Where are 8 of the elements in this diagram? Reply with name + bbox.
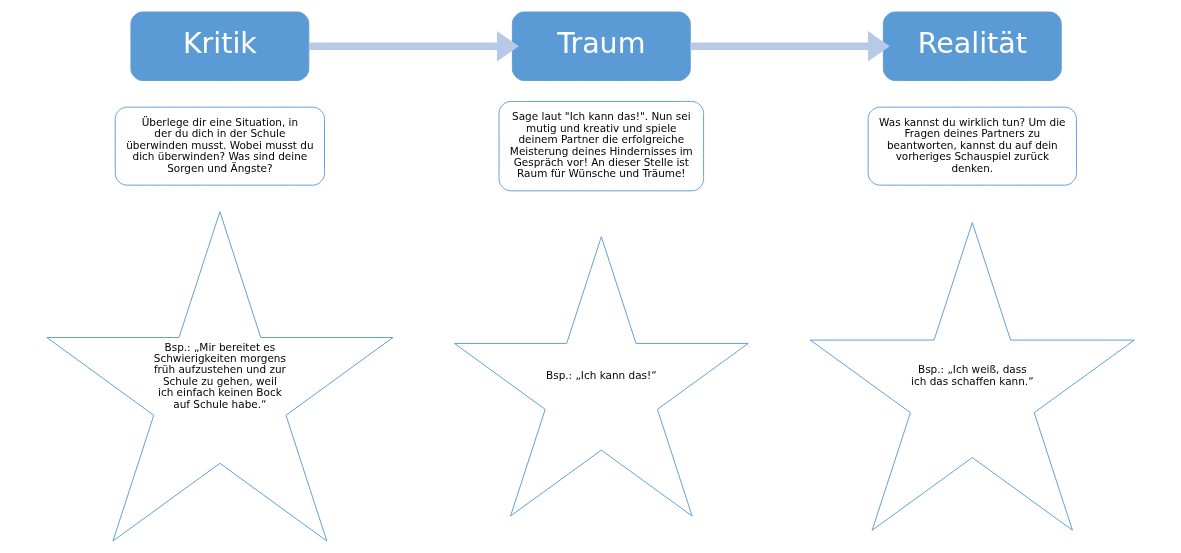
node-box: Überlege dir eine Situation, in der du dich in der Schule überwinden musst. Wobei musst du dich überwinden? Was sind deine Sorgen und Ängste? <box>114 106 325 186</box>
node-box: Realität <box>882 11 1062 81</box>
node-box: Kritik <box>130 11 310 81</box>
arrow <box>690 30 890 62</box>
node-box: Sage laut "Ich kann das!". Nun sei mutig und kreativ und spiele deinem Partner die erfolgreiche Meisterung deines Hindernisses im Gespräch vor! An dieser Stelle ist Raum für Wünsche und Träume! <box>498 100 705 192</box>
node-box: Was kannst du wirklich tun? Um die Fragen deines Partners zu beantworten, kannst du auf dein vorheriges Schauspiel zurück denken. <box>867 106 1077 186</box>
node-box: Traum <box>511 11 691 81</box>
arrow <box>308 30 519 62</box>
